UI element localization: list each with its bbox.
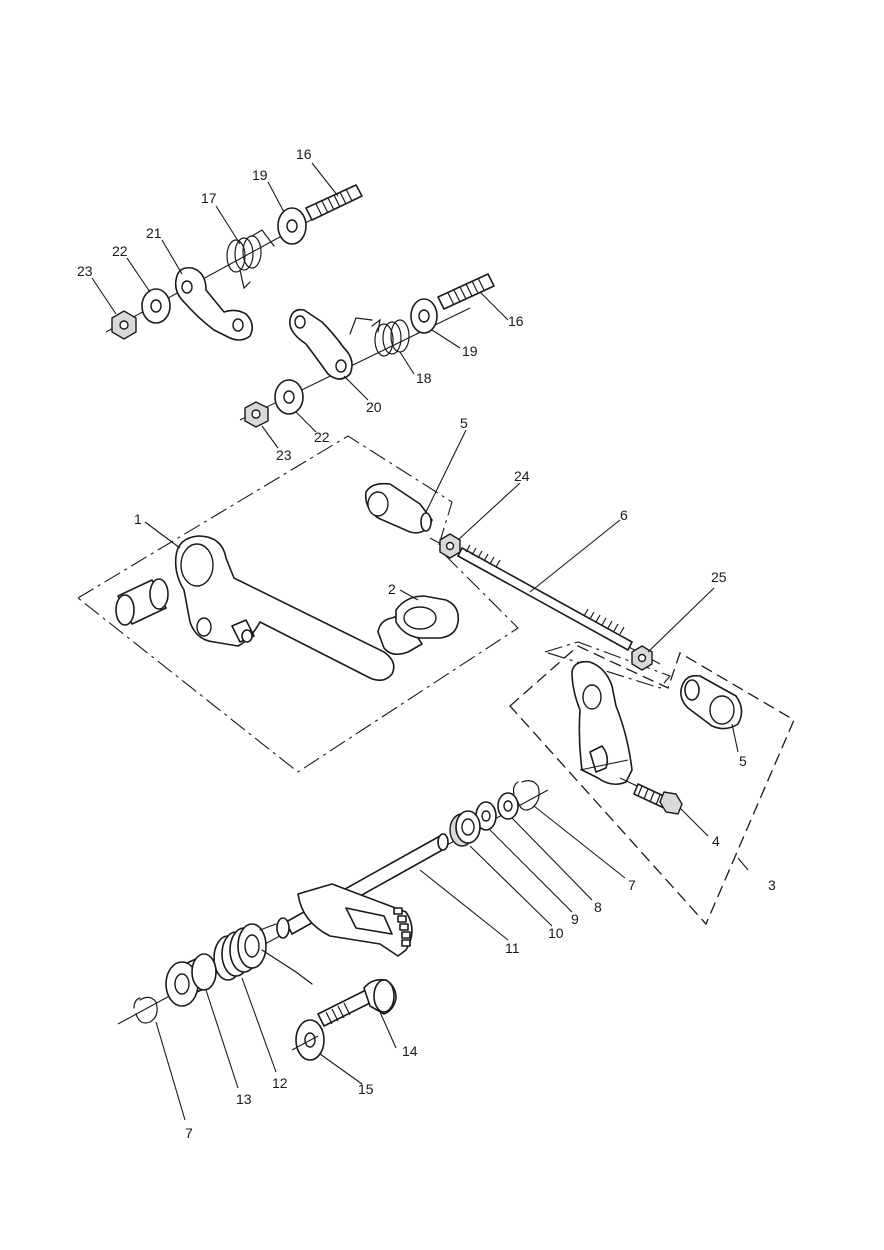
callout-21: 21 <box>146 225 162 241</box>
callout-22-upper: 22 <box>112 243 128 259</box>
callout-20: 20 <box>366 399 382 415</box>
callout-19-upper: 19 <box>252 167 268 183</box>
return-spring-12 <box>213 923 313 985</box>
bolt-4 <box>619 777 683 815</box>
callout-labels: 1 2 3 4 5 5 6 7 7 8 9 10 11 12 13 14 15 … <box>77 146 776 1141</box>
callout-2: 2 <box>388 581 396 597</box>
callout-23-lower: 23 <box>276 447 292 463</box>
callout-9: 9 <box>571 911 579 927</box>
circlip-7-right <box>512 780 540 811</box>
callout-23-upper: 23 <box>77 263 93 279</box>
selector-shaft-11 <box>276 833 449 957</box>
callout-1: 1 <box>134 511 142 527</box>
selector-shaft-assembly <box>117 780 549 1061</box>
callout-16-lower: 16 <box>508 313 524 329</box>
callout-15: 15 <box>358 1081 374 1097</box>
callout-7-right: 7 <box>628 877 636 893</box>
callout-11: 11 <box>505 940 520 956</box>
upper-left-subassembly <box>105 184 363 341</box>
rod-end-5-lower <box>680 674 743 730</box>
callout-7-left: 7 <box>185 1125 193 1141</box>
callout-18: 18 <box>416 370 432 386</box>
group-outline-pedal-assembly <box>77 435 519 773</box>
bush-13 <box>165 953 217 1007</box>
callout-3: 3 <box>768 877 776 893</box>
callout-6: 6 <box>620 507 628 523</box>
callout-12: 12 <box>272 1075 288 1091</box>
pedal-rubber-2 <box>377 595 460 656</box>
callout-10: 10 <box>548 925 564 941</box>
oil-seal-10 <box>449 810 481 847</box>
spring-17 <box>226 229 275 290</box>
linkage-assembly-3 <box>571 660 743 815</box>
callout-25: 25 <box>711 569 727 585</box>
callout-4: 4 <box>712 833 720 849</box>
callout-8: 8 <box>594 899 602 915</box>
group-outline-rod-end <box>543 641 671 689</box>
adjuster-rod-6 <box>429 533 661 671</box>
leader-lines <box>91 162 749 1121</box>
gear-pedal-1 <box>174 535 395 682</box>
pedal-assembly <box>115 482 460 682</box>
callout-19-lower: 19 <box>462 343 478 359</box>
stud-16-lower <box>437 273 495 310</box>
callout-13: 13 <box>236 1091 252 1107</box>
group-outline-linkage-assembly <box>509 645 795 926</box>
circlip-7-left <box>133 996 158 1024</box>
spring-18 <box>349 317 410 357</box>
callout-22-lower: 22 <box>314 429 330 445</box>
upper-right-subassembly <box>239 273 495 428</box>
callout-16-upper: 16 <box>296 146 312 162</box>
bracket-20 <box>289 308 353 380</box>
callout-14: 14 <box>402 1043 418 1059</box>
callout-5-lower: 5 <box>739 753 747 769</box>
callout-5-upper: 5 <box>460 415 468 431</box>
callout-24: 24 <box>514 468 530 484</box>
rod-end-5-upper <box>364 482 433 534</box>
callout-17: 17 <box>201 190 217 206</box>
pivot-bolt-14 <box>317 978 397 1027</box>
stud-16-upper <box>305 184 363 221</box>
pedal-bushing <box>115 578 169 626</box>
